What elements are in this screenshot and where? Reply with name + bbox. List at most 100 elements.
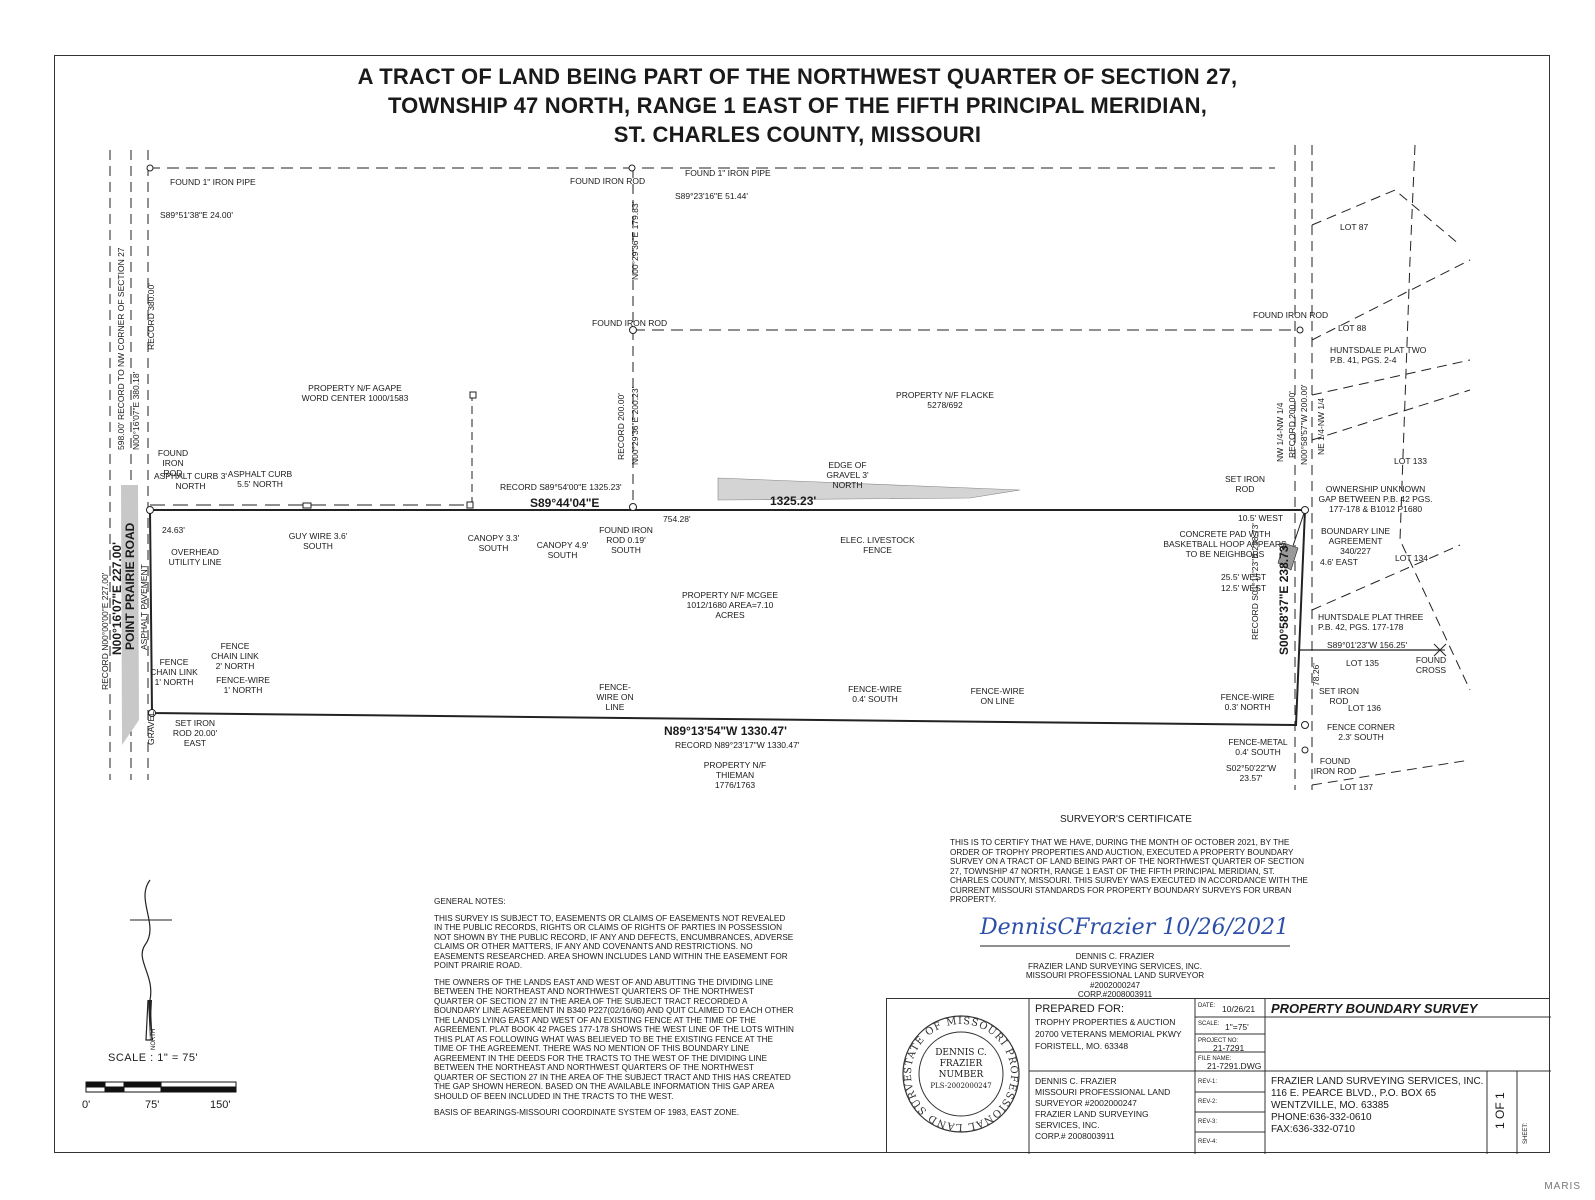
label-asphalt-pav-vert: ASPHALT PAVEMENT <box>139 564 149 650</box>
scale-bar <box>85 1081 237 1093</box>
label-lot136: LOT 136 <box>1348 703 1381 713</box>
label-bla: BOUNDARY LINE AGREEMENT 340/227 <box>1320 526 1391 556</box>
asphalt-pavement-shade <box>121 485 139 745</box>
label-road-rec-vert: RECORD N00°00'00"E 227.00' <box>100 572 110 690</box>
label-found-pipe-top: FOUND 1" IRON PIPE <box>685 168 771 178</box>
signature-line <box>980 945 1290 947</box>
watermark: MARIS <box>1544 1181 1581 1192</box>
label-d75428: 754.28' <box>663 514 691 524</box>
label-fence-cl2: FENCE CHAIN LINK 2' NORTH <box>211 641 259 671</box>
label-ne-vert1: NW 1/4-NW 1/4 <box>1275 402 1285 462</box>
label-gravel-vert: GRAVEL <box>146 711 156 745</box>
label-ne-vert2: RECORD 200.00' <box>1287 391 1297 458</box>
label-found-cross: FOUND CROSS <box>1415 655 1447 675</box>
gravel-edge-shade <box>717 477 1021 501</box>
drawing-border <box>54 55 1550 1153</box>
label-brg-top: S89°23'16"E 51.44' <box>675 191 748 201</box>
label-fence-metal: FENCE-METAL 0.4' SOUTH <box>1228 737 1288 757</box>
label-found-rod-se: FOUND IRON ROD <box>1313 756 1357 776</box>
concrete-pad <box>1277 542 1299 571</box>
label-fw-online2: FENCE-WIRE ON LINE <box>970 686 1025 706</box>
label-brg-north: S89°44'04"E <box>530 496 600 510</box>
seal-text: DENNIS C. FRAZIER NUMBER PLS-2002000247 <box>930 1048 992 1090</box>
label-canopy1: CANOPY 3.3' SOUTH <box>467 533 520 553</box>
label-lot133: LOT 133 <box>1394 456 1427 466</box>
label-found-rod-019: FOUND IRON ROD 0.19' SOUTH <box>599 525 653 555</box>
certificate-body: THIS IS TO CERTIFY THAT WE HAVE, DURING … <box>950 838 1308 904</box>
label-brg-mid-vert: N00°29'36"E 179.83' <box>630 201 640 280</box>
scale-tick-150: 150' <box>210 1099 231 1111</box>
survey-type: PROPERTY BOUNDARY SURVEY <box>1271 1001 1478 1016</box>
label-brg-nw: S89°51'38"E 24.00' <box>160 210 233 220</box>
label-ownership: OWNERSHIP UNKNOWN GAP BETWEEN P.B. 42 PG… <box>1318 484 1433 514</box>
certificate-heading: SURVEYOR'S CERTIFICATE <box>1060 814 1192 825</box>
label-west255: 25.5' WEST <box>1221 572 1267 582</box>
label-road-name-vert: POINT PRAIRIE ROAD <box>123 522 137 650</box>
survey-date: 10/26/21 <box>1222 1004 1256 1014</box>
signature: DennisCFrazier 10/26/2021 <box>980 915 1290 940</box>
label-west125: 12.5' WEST <box>1221 583 1267 593</box>
label-gravel: EDGE OF GRAVEL 3' NORTH <box>826 460 869 490</box>
label-found-pipe-nw: FOUND 1" IRON PIPE <box>170 177 256 187</box>
label-east46: 4.6' EAST <box>1320 557 1359 567</box>
label-dist-north: 1325.23' <box>770 494 817 508</box>
certificate-signer: DENNIS C. FRAZIER FRAZIER LAND SURVEYING… <box>1025 952 1205 999</box>
label-dist7826: 78.26' <box>1311 663 1321 686</box>
label-set-rod-ne: SET IRON ROD <box>1225 474 1265 494</box>
label-lot137: LOT 137 <box>1340 782 1373 792</box>
label-huntsdale3: HUNTSDALE PLAT THREE P.B. 42, PGS. 177-1… <box>1318 612 1424 632</box>
scale-tick-75: 75' <box>145 1099 160 1111</box>
title-block: PREPARED FOR: TROPHY PROPERTIES & AUCTIO… <box>886 998 1551 1154</box>
label-flacke: PROPERTY N/F FLACKE 5278/692 <box>896 390 994 410</box>
label-lot87: LOT 87 <box>1340 222 1369 232</box>
label-east-rec-vert: RECORD S01°14'23"E 238.73' <box>1250 523 1260 640</box>
label-ne-vert4: NE 1/4-NW 1/4 <box>1316 397 1326 455</box>
label-center-rec-vert: RECORD 200.00' <box>616 393 626 460</box>
page-title: A TRACT OF LAND BEING PART OF THE NORTHW… <box>357 64 1238 147</box>
label-thieman: PROPERTY N/F THIEMAN 1776/1763 <box>703 760 767 790</box>
label-west105: 10.5' WEST <box>1238 513 1284 523</box>
label-overhead: OVERHEAD UTILITY LINE <box>168 547 222 567</box>
label-huntsdale2: HUNTSDALE PLAT TWO P.B. 41, PGS. 2-4 <box>1330 345 1427 365</box>
label-east-brg-vert: S00°58'37"E 238.73' <box>1277 542 1291 655</box>
label-fence-wire1: FENCE-WIRE 1' NORTH <box>216 675 270 695</box>
label-center-brg-vert: N00°29'36"E 200.23' <box>630 386 640 465</box>
label-elec: ELEC. LIVESTOCK FENCE <box>840 535 915 555</box>
monument-nw-pipe <box>146 164 154 172</box>
label-brg-cross: S89°01'23"W 156.25' <box>1327 640 1408 650</box>
label-lot135: LOT 135 <box>1346 658 1379 668</box>
label-fw-03n: FENCE-WIRE 0.3' NORTH <box>1220 692 1275 712</box>
label-asphalt55: ASPHALT CURB 5.5' NORTH <box>227 469 293 489</box>
label-asphalt3: ASPHALT CURB 3' NORTH <box>153 471 228 491</box>
label-set-rod-se: SET IRON ROD <box>1319 686 1359 706</box>
label-set-rod-sw: SET IRON ROD 20.00' EAST <box>172 718 218 748</box>
label-concrete: CONCRETE PAD WITH BASKETBALL HOOP APPEAR… <box>1163 529 1287 559</box>
label-ne-vert3: N00°58'57"W 200.00' <box>1299 384 1309 465</box>
label-west-rec2-vert: RECORD 380.00' <box>146 283 156 350</box>
project-number: 21-7291 <box>1213 1043 1245 1053</box>
north-arrow-icon <box>141 879 153 1041</box>
label-fence-corner: FENCE CORNER 2.3' SOUTH <box>1326 722 1395 742</box>
scale-label: SCALE : 1" = 75' <box>108 1052 199 1064</box>
label-mcgee: PROPERTY N/F McGEE 1012/1680 AREA=7.10 A… <box>681 590 779 620</box>
sheet-number: 1 OF 1 <box>1493 1092 1507 1129</box>
label-d2463: 24.63' <box>162 525 185 535</box>
label-found-rod-w: FOUND IRON ROD <box>157 448 189 478</box>
label-brg-south: N89°13'54"W 1330.47' <box>664 724 787 738</box>
label-brg-se: S02°50'22"W 23.57' <box>1226 763 1277 783</box>
label-fence-cl1: FENCE CHAIN LINK 1' NORTH <box>150 657 198 687</box>
label-found-rod-mid: FOUND IRON ROD <box>592 318 668 328</box>
label-rec-north: RECORD S89°54'00"E 1325.23' <box>500 482 622 492</box>
general-notes: GENERAL NOTES: THIS SURVEY IS SUBJECT TO… <box>434 897 794 1117</box>
label-found-rod-ne: FOUND IRON ROD <box>1253 310 1329 320</box>
label-west-rec-vert: N00°16'07"E 380.18' <box>131 371 141 450</box>
subject-tract-boundary <box>149 509 1307 727</box>
label-fw-online1: FENCE-WIRE ON LINE <box>596 682 634 712</box>
label-lot134: LOT 134 <box>1395 553 1428 563</box>
surveyor-seal: STATE OF MISSOURI PROFESSIONAL LAND SURV… <box>900 1013 1020 1133</box>
label-canopy2: CANOPY 4.9' SOUTH <box>536 540 589 560</box>
label-agape: PROPERTY N/F AGAPE WORD CENTER 1000/1583 <box>301 383 409 403</box>
label-lot88: LOT 88 <box>1338 323 1367 333</box>
label-north-arrow: NORTH <box>151 1028 157 1050</box>
